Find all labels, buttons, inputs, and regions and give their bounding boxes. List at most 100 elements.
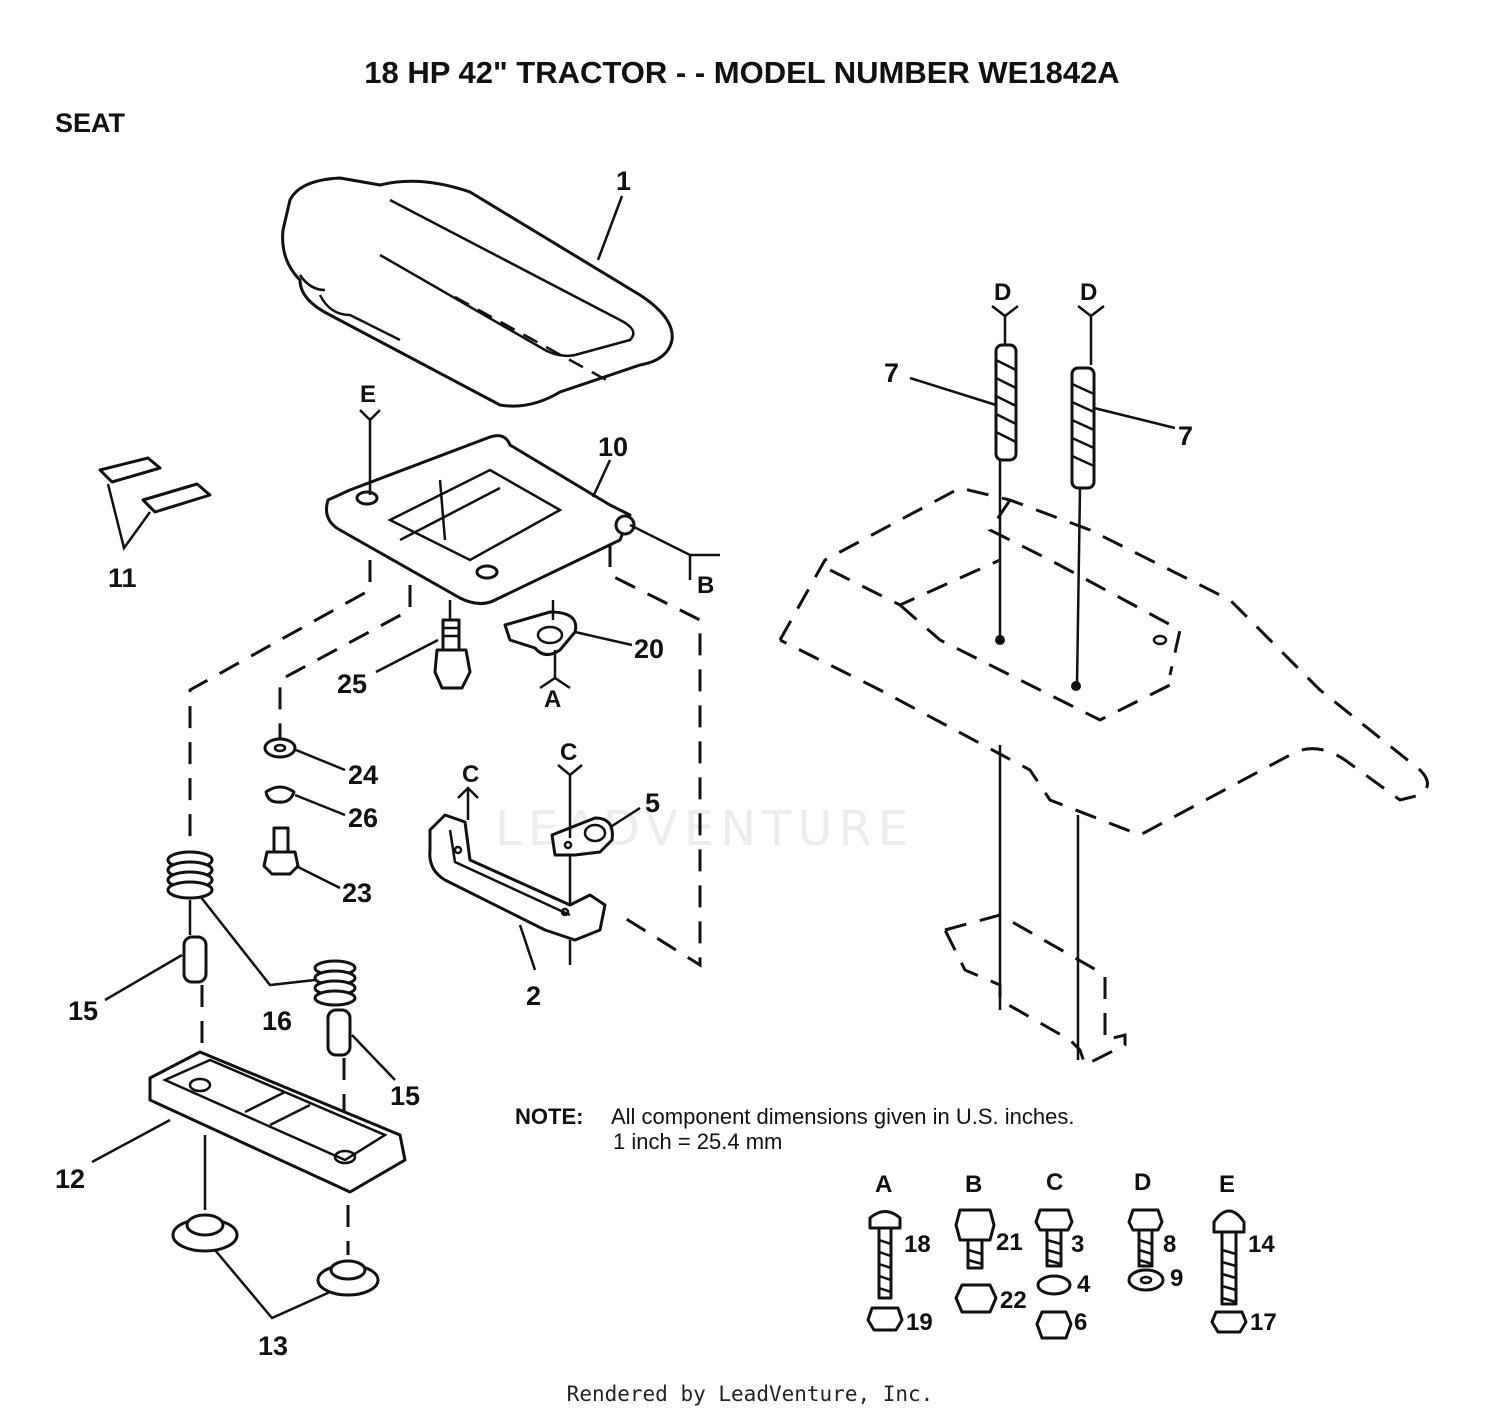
leader-2 (518, 924, 537, 971)
bolt-line-right (1075, 487, 1082, 686)
hardware-part-9: 9 (1170, 1265, 1183, 1292)
bolt-23 (262, 826, 300, 876)
nut-22 (954, 1283, 998, 1314)
callout-1: 1 (616, 166, 631, 196)
hardware-letter-b: B (965, 1171, 982, 1198)
leader-15-left (104, 953, 183, 1002)
leader-5 (611, 806, 641, 828)
leader-16 (199, 895, 316, 987)
spring-7-left (994, 343, 1018, 462)
callout-10: 10 (598, 432, 628, 462)
ref-pointer-d1 (991, 305, 1019, 345)
ref-pointer-d2 (1077, 305, 1105, 365)
note-line-1: All component dimensions given in U.S. i… (611, 1104, 1074, 1129)
ref-letter-d2: D (1080, 279, 1097, 306)
bolt-8 (1127, 1208, 1164, 1268)
callout-26: 26 (348, 803, 378, 833)
seat-cushion (281, 176, 674, 408)
callout-2: 2 (526, 981, 541, 1011)
callout-20: 20 (634, 634, 664, 664)
hardware-part-19: 19 (906, 1309, 933, 1336)
leader-7-left (909, 376, 997, 407)
callout-24: 24 (348, 760, 378, 790)
callout-11: 11 (108, 563, 137, 593)
hardware-part-4: 4 (1077, 1271, 1091, 1298)
hardware-letter-d: D (1134, 1169, 1151, 1196)
ref-letter-c1: C (462, 761, 479, 788)
leader-24 (295, 748, 346, 772)
screw-18 (868, 1210, 902, 1300)
callout-15-left: 15 (68, 996, 98, 1026)
slide-plate-12 (148, 1050, 407, 1194)
leader-15-right (351, 1034, 396, 1081)
ref-pointer-b (629, 523, 720, 580)
leader-11 (106, 483, 152, 551)
ref-pointer-c1 (457, 786, 479, 820)
hardware-part-22: 22 (1000, 1287, 1027, 1314)
pin-15-right (326, 1008, 352, 1057)
callout-13: 13 (258, 1331, 288, 1361)
callout-16: 16 (262, 1006, 292, 1036)
washer-24-hole (273, 743, 287, 753)
bolt-21 (954, 1208, 996, 1270)
nut-19 (866, 1306, 904, 1332)
hardware-letter-a: A (875, 1171, 892, 1198)
hardware-key: A 18 19 B 21 22 C 3 4 6 D (866, 1169, 1277, 1340)
fender-pan-outline (778, 486, 1429, 1068)
hardware-part-17: 17 (1250, 1309, 1277, 1336)
ref-letter-a: A (544, 686, 561, 713)
fender-hole (1152, 634, 1168, 646)
leader-26 (294, 793, 346, 817)
hardware-part-14: 14 (1248, 1231, 1275, 1258)
footer-credit: Rendered by LeadVenture, Inc. (567, 1382, 934, 1406)
washer-9 (1127, 1268, 1165, 1292)
hardware-part-21: 21 (996, 1229, 1023, 1256)
leader-12 (91, 1118, 171, 1164)
ref-letter-e: E (360, 381, 376, 408)
shoulder-bolt-25 (433, 618, 472, 690)
hardware-letter-e: E (1219, 1171, 1235, 1198)
leader-1 (596, 195, 624, 261)
note-label: NOTE: (515, 1104, 583, 1129)
note-line-2: 1 inch = 25.4 mm (613, 1129, 782, 1154)
leader-10 (591, 459, 612, 498)
spring-16-left (166, 850, 214, 900)
leader-23 (295, 864, 341, 890)
pin-15-left (182, 935, 208, 984)
assembly-line-left (188, 560, 372, 850)
ref-pointer-a (539, 650, 571, 690)
hardware-letter-c: C (1046, 1169, 1063, 1196)
callout-15-right: 15 (390, 1081, 420, 1111)
seat-pads (98, 456, 212, 514)
ref-pointer-e (359, 409, 381, 495)
spring-16-right (313, 959, 357, 1007)
diagram-title: 18 HP 42" TRACTOR - - MODEL NUMBER WE184… (364, 55, 1119, 90)
ref-letter-c2: C (560, 739, 577, 766)
callout-25: 25 (337, 669, 367, 699)
hardware-part-18: 18 (904, 1231, 931, 1258)
nut-6 (1035, 1310, 1073, 1340)
lock-washer-26 (264, 785, 296, 804)
leader-7-right (1093, 406, 1176, 430)
washer-24 (263, 737, 297, 759)
bolt-3 (1034, 1208, 1074, 1268)
carriage-bolt-14 (1212, 1209, 1246, 1306)
bushing-13-left (171, 1213, 239, 1253)
callout-7-left: 7 (884, 358, 899, 388)
hardware-part-6: 6 (1074, 1309, 1087, 1336)
leader-25 (375, 638, 439, 674)
clip-5 (550, 816, 614, 857)
callout-12: 12 (55, 1164, 85, 1194)
nut-17 (1210, 1310, 1248, 1334)
ref-letter-b: B (697, 572, 714, 599)
mount-hole-left (995, 635, 1005, 645)
hardware-part-3: 3 (1071, 1231, 1084, 1258)
assembly-line-right (608, 545, 702, 968)
mount-hole-right (1071, 681, 1081, 691)
ref-letter-d1: D (994, 279, 1011, 306)
seat-pan (325, 434, 636, 605)
washer-9-hole (1139, 1275, 1153, 1285)
leader-13 (214, 1249, 331, 1320)
callout-7-right: 7 (1178, 421, 1193, 451)
